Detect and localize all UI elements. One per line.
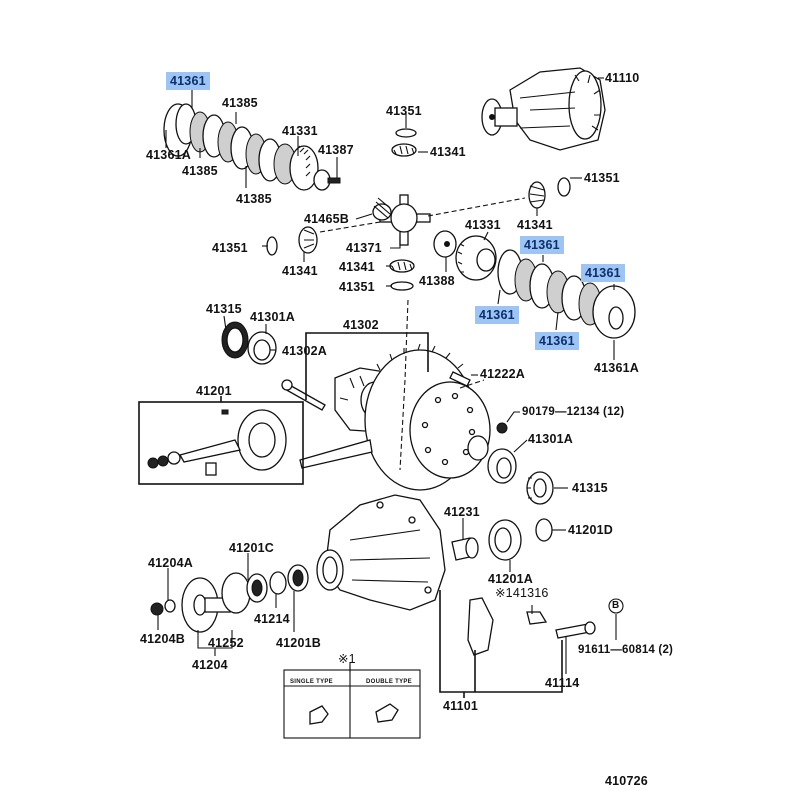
part-label-41204A[interactable]: 41204A [148, 556, 193, 570]
part-label-41361-highlighted[interactable]: 41361 [520, 236, 564, 254]
part-label-41385[interactable]: 41385 [236, 192, 272, 206]
part-label-41331[interactable]: 41331 [465, 218, 501, 232]
ring-pinion-set [147, 409, 287, 476]
part-label-41302[interactable]: 41302 [343, 318, 379, 332]
pinion-shaft-spider [372, 194, 431, 246]
ref-B-circle [608, 598, 624, 614]
washer-41351-top [395, 128, 417, 138]
note-label-1: ※1 [338, 652, 356, 666]
type-table [283, 666, 421, 739]
washer-41351-left [266, 236, 278, 256]
part-label-41361-highlighted[interactable]: 41361 [581, 264, 625, 282]
washer-41351-right [557, 177, 571, 197]
part-label-41361A[interactable]: 41361A [594, 361, 639, 375]
washer-41351-mid [390, 281, 414, 291]
align-line-left [319, 221, 381, 233]
part-label-41231[interactable]: 41231 [444, 505, 480, 519]
bearing-cap [467, 597, 494, 656]
type-table-header-double: DOUBLE TYPE [366, 679, 412, 685]
ring-gear [364, 343, 491, 491]
part-label-41201A[interactable]: 41201A [488, 572, 533, 586]
part-label-41204B[interactable]: 41204B [140, 632, 185, 646]
part-label-41201B[interactable]: 41201B [276, 636, 321, 650]
part-label-41101[interactable]: 41101 [443, 699, 479, 713]
ref-label-B: B [612, 600, 620, 611]
part-label-41351[interactable]: 41351 [339, 280, 375, 294]
align-line-right [427, 197, 526, 217]
part-label-41222A[interactable]: 41222A [480, 367, 525, 381]
part-label-41302A[interactable]: 41302A [282, 344, 327, 358]
part-label-41331[interactable]: 41331 [282, 124, 318, 138]
part-label-41341[interactable]: 41341 [517, 218, 553, 232]
part-label-41385[interactable]: 41385 [222, 96, 258, 110]
part-label-41371[interactable]: 41371 [346, 241, 382, 255]
washer-41214 [269, 571, 287, 595]
part-label-41351[interactable]: 41351 [212, 241, 248, 255]
part-label-91611-60814[interactable]: 91611—60814 (2) [578, 644, 674, 656]
part-label-41114[interactable]: 41114 [545, 676, 580, 690]
bolt-41222A [449, 371, 471, 387]
part-label-41351[interactable]: 41351 [584, 171, 620, 185]
part-label-41341[interactable]: 41341 [430, 145, 466, 159]
part-label-41201[interactable]: 41201 [196, 384, 232, 398]
drive-pinion-shaft [299, 439, 373, 469]
nut-41204B [150, 602, 164, 616]
part-label-41301A[interactable]: 41301A [250, 310, 295, 324]
part-label-41465B[interactable]: 41465B [304, 212, 349, 226]
spacer-41201D [535, 518, 553, 542]
lock-141316 [526, 611, 548, 625]
part-label-41361-highlighted[interactable]: 41361 [166, 72, 210, 90]
part-label-41387[interactable]: 41387 [318, 143, 354, 157]
part-label-41204[interactable]: 41204 [192, 658, 228, 672]
washer-41204A [164, 599, 176, 613]
part-label-41361A[interactable]: 41361A [146, 148, 191, 162]
align-line-vertical [399, 299, 409, 471]
part-label-141316[interactable]: ※141316 [495, 586, 549, 600]
diagram-code: 410726 [605, 774, 648, 788]
part-label-41201C[interactable]: 41201C [229, 541, 274, 555]
part-label-41341[interactable]: 41341 [282, 264, 318, 278]
clutch-pack-left [163, 103, 341, 191]
part-label-90179-12134[interactable]: 90179—12134 (12) [522, 406, 625, 418]
part-label-41388[interactable]: 41388 [419, 274, 455, 288]
part-label-41315[interactable]: 41315 [206, 302, 242, 316]
pinion-41341-top [391, 143, 417, 157]
housing-bracket [439, 590, 563, 693]
carrier-assembly [481, 67, 606, 151]
part-label-41361-highlighted[interactable]: 41361 [475, 306, 519, 324]
part-label-41315[interactable]: 41315 [572, 481, 608, 495]
leader-lines [157, 77, 617, 674]
clutch-pack-right [455, 235, 636, 339]
part-label-41201D[interactable]: 41201D [568, 523, 613, 537]
part-label-41385[interactable]: 41385 [182, 164, 218, 178]
align-line-bolt [459, 379, 485, 389]
part-label-41351[interactable]: 41351 [386, 104, 422, 118]
diff-carrier-housing [316, 494, 446, 611]
nut-90179 [496, 422, 508, 434]
dust-deflector-41252 [221, 572, 251, 614]
case-bracket [305, 332, 429, 400]
part-label-41110[interactable]: 41110 [605, 71, 640, 85]
type-table-header-single: SINGLE TYPE [290, 679, 333, 685]
part-label-41214[interactable]: 41214 [254, 612, 290, 626]
part-label-41361-highlighted[interactable]: 41361 [535, 332, 579, 350]
part-label-41252[interactable]: 41252 [208, 636, 244, 650]
part-label-41341[interactable]: 41341 [339, 260, 375, 274]
part-label-41301A[interactable]: 41301A [528, 432, 573, 446]
